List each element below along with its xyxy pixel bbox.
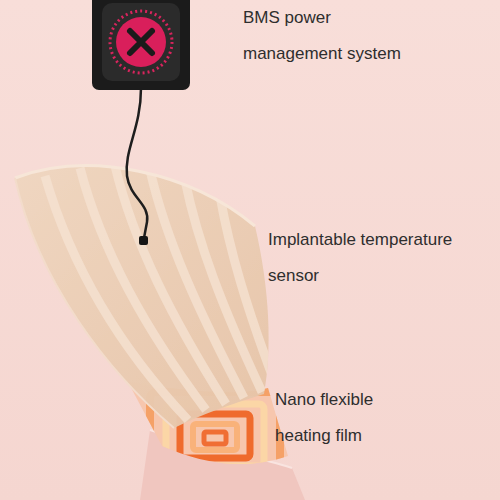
heating-trace <box>193 424 237 450</box>
fabric-edge <box>15 178 174 428</box>
callout-label: Nano flexible heating film <box>275 382 410 454</box>
fabric-stripe <box>220 196 276 386</box>
bms-module-face <box>102 3 180 81</box>
callout-label: BMS power management system <box>243 0 415 72</box>
heating-trace <box>180 414 250 458</box>
bms-module <box>92 0 190 90</box>
logo-ring <box>110 11 172 73</box>
logo-x-mark <box>130 31 152 53</box>
fabric-stripe <box>150 170 244 398</box>
callout-label: Implantable temperature sensor <box>268 222 468 294</box>
logo-circle <box>116 17 166 67</box>
fabric-stripes <box>45 166 276 420</box>
sensor-cable <box>127 88 148 238</box>
temperature-sensor <box>139 236 148 245</box>
fabric-stripe <box>115 166 226 404</box>
heating-trace <box>204 432 226 444</box>
